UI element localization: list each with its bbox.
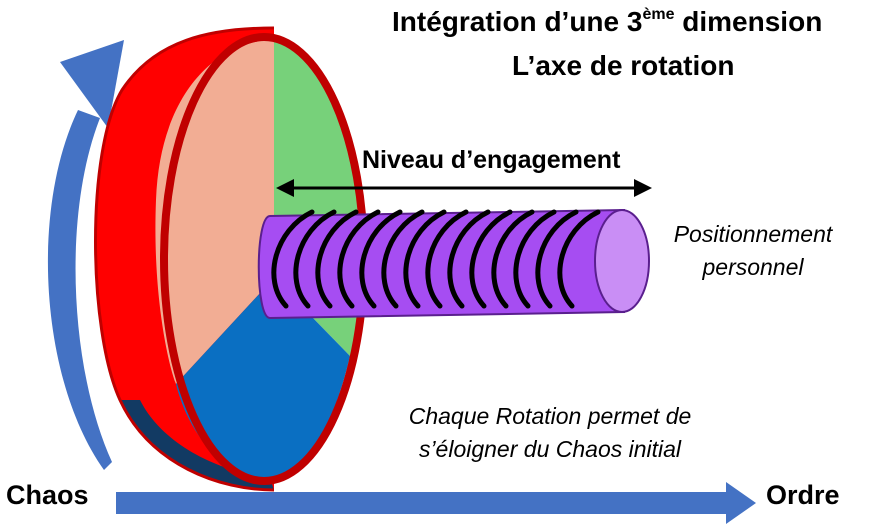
engagement-label: Niveau d’engagement	[362, 146, 621, 174]
segment-blue	[176, 278, 350, 481]
cylinder-thread	[271, 209, 601, 309]
cylinder-end	[594, 209, 650, 313]
positionnement-label: Positionnement personnel	[673, 221, 833, 280]
chaos-label: Chaos	[6, 480, 89, 510]
axis-cylinder	[257, 208, 650, 320]
rotation-caption: Chaque Rotation permet de s’éloigner du …	[408, 403, 692, 462]
title-line-2: L’axe de rotation	[512, 50, 735, 81]
curved-up-arrow	[47, 40, 124, 470]
ordre-label: Ordre	[766, 480, 840, 510]
engagement-arrow	[276, 179, 652, 197]
horizontal-arrow	[116, 482, 756, 524]
title-line-1: Intégration d’une 3ème dimension	[392, 6, 823, 37]
